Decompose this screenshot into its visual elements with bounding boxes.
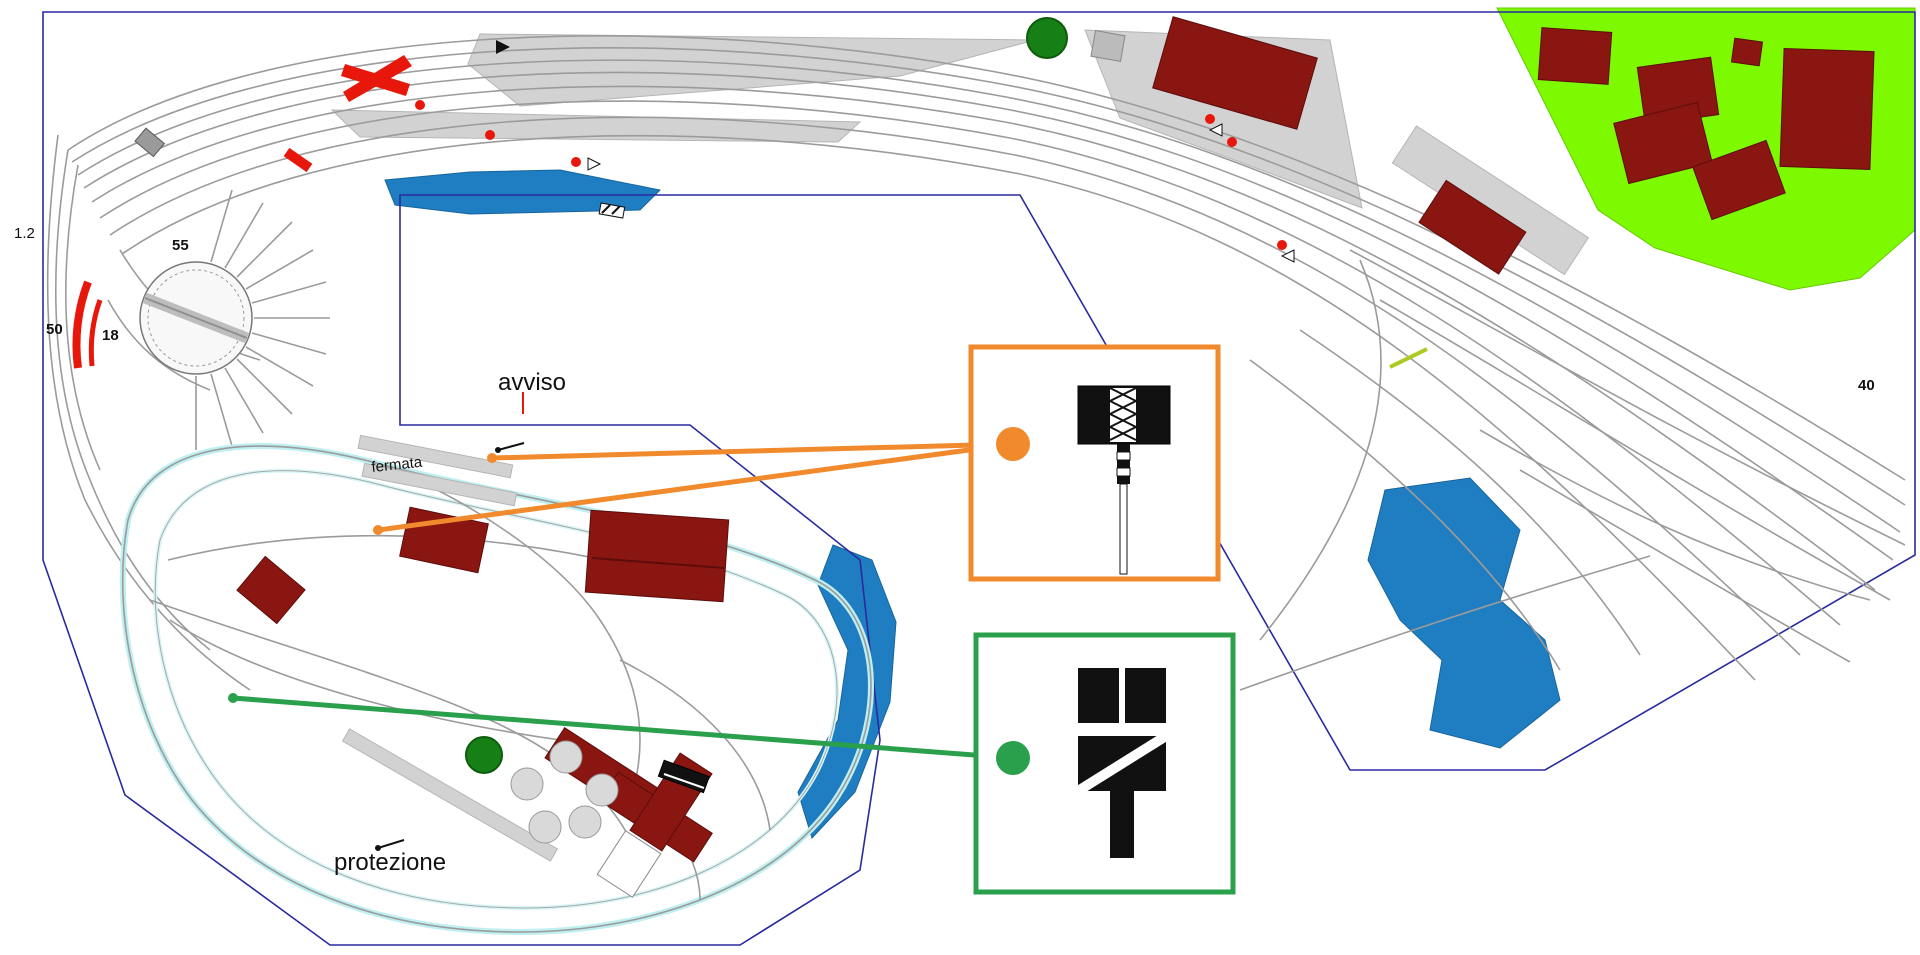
signal-markers — [375, 40, 1428, 851]
red-signal-dot — [485, 130, 495, 140]
red-highlights — [72, 55, 412, 369]
platforms — [341, 434, 559, 862]
protection-signal-board-icon — [1075, 668, 1169, 858]
orange-dot — [996, 427, 1030, 461]
number-1-2: 1.2 — [14, 225, 35, 242]
signal-triangle-icon — [1208, 123, 1223, 137]
red-signal-dot — [1205, 114, 1215, 124]
red-signal-dot — [1277, 240, 1287, 250]
labels: avviso fermata protezione 1.2 50 18 55 4… — [14, 225, 1875, 876]
trees — [465, 17, 1068, 774]
advance-signal-board-icon — [1077, 385, 1171, 575]
right-tracks — [1239, 249, 1906, 691]
red-signal-dot — [1227, 137, 1237, 147]
red-signal-dot — [415, 100, 425, 110]
number-18: 18 — [102, 327, 119, 344]
tree-icon — [1026, 17, 1068, 59]
signal-triangle-icon — [587, 157, 602, 171]
advance-signal-callout — [968, 344, 1221, 582]
lower-loop-tracks — [119, 443, 874, 936]
upper-tracks — [67, 35, 1906, 681]
callout-connectors — [228, 441, 1014, 761]
turntable — [139, 189, 330, 450]
red-signal-dot — [571, 157, 581, 167]
lawn-area — [1496, 7, 1916, 291]
number-55: 55 — [172, 237, 189, 254]
avviso-label: avviso — [498, 369, 566, 396]
signal-triangle-icon — [1280, 249, 1295, 263]
paved-areas — [330, 29, 1590, 276]
protection-signal-callout — [973, 632, 1236, 895]
green-dot — [996, 741, 1030, 775]
protezione-label: protezione — [334, 849, 446, 876]
number-40: 40 — [1858, 377, 1875, 394]
tree-icon — [465, 736, 503, 774]
number-50: 50 — [46, 321, 63, 338]
storage-tanks — [510, 740, 619, 844]
baseboard-outline — [42, 11, 1916, 946]
fermata-label: fermata — [371, 454, 424, 476]
signal-triangle-icon — [496, 40, 510, 54]
